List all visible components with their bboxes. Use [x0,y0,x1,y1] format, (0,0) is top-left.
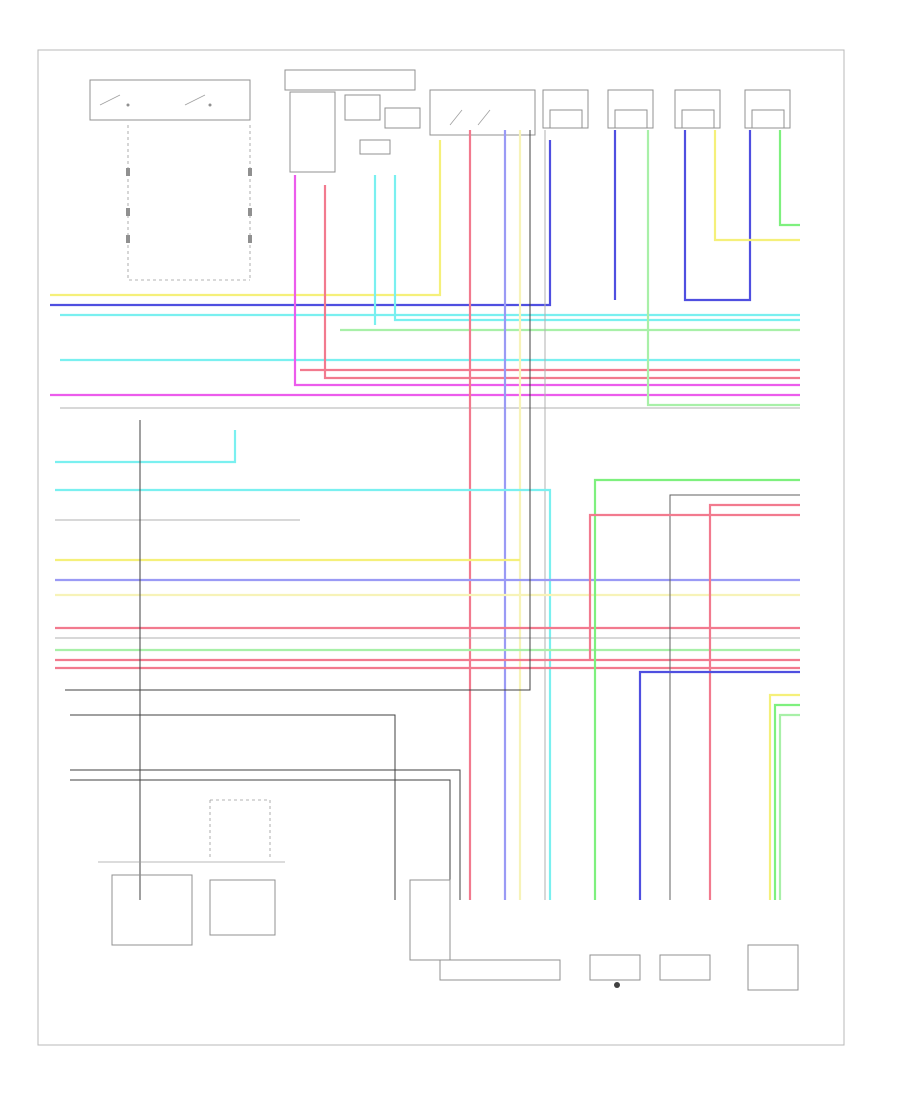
wire-yellow-0 [50,140,442,297]
wire-yellow-37 [768,693,800,900]
top-module-2 [607,89,654,129]
wire-blue-18 [683,130,752,302]
bottom-module-right-2 [747,944,799,991]
wire-light_green-39 [778,713,800,900]
top-module-1 [542,89,589,129]
top-module-3 [674,89,721,129]
bottom-module-right-1 [659,954,711,981]
wire-black-43 [70,779,451,900]
wire-blue-1 [50,140,552,307]
wire-pink-9 [323,185,800,380]
wire-black-40 [65,130,531,691]
wire-yellow-19 [713,130,800,242]
bottom-sensor-module [409,879,451,961]
top-module-4 [744,89,791,129]
wire-light_green-17 [646,130,800,407]
wire-pink-34 [588,513,800,660]
wire-green-32 [593,478,800,900]
wire-green-38 [773,703,800,900]
wire-pink-35 [708,503,800,900]
relay-box [429,89,536,136]
center-module [284,69,421,173]
ignition-switch [89,79,251,121]
wire-black-42 [70,769,461,900]
wire-cyan-22 [55,488,552,900]
bottom-left-module [98,799,285,946]
wire-harness [50,130,800,900]
wire-dark_gray-33 [669,494,800,900]
wire-magenta-8 [293,175,800,387]
wire-green-20 [778,130,800,227]
wire-black-41 [70,714,396,900]
wire-blue-36 [638,670,800,900]
wire-cyan-21 [55,430,237,464]
wire-cyan-10 [393,175,800,322]
diagram-frame [37,49,845,1046]
ignition-switch-connectors [126,168,252,243]
bottom-connector-block [439,959,561,981]
bottom-ground-module [589,954,641,988]
